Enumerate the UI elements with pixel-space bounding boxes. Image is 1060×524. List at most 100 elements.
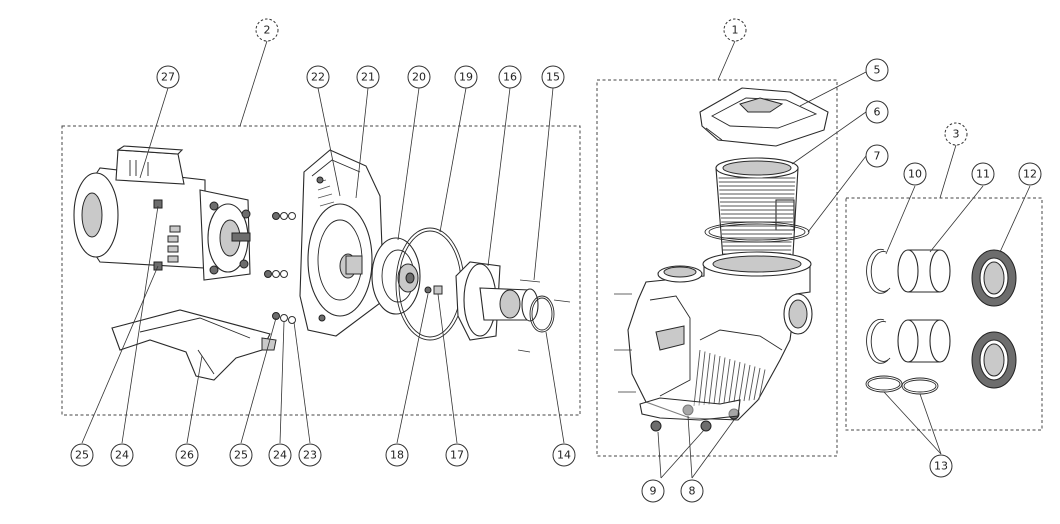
impeller-screw: [424, 285, 443, 295]
callout-number: 25: [75, 449, 89, 462]
callout-circle: [306, 65, 330, 89]
callout-number: 3: [953, 128, 960, 141]
callout-c14: 14: [552, 443, 576, 467]
motor-base: [111, 309, 277, 381]
callout-c18: 18: [385, 443, 409, 467]
callout-number: 20: [412, 71, 426, 84]
callout-circle: [407, 65, 431, 89]
callout-circle: [454, 65, 478, 89]
callout-number: 21: [361, 71, 375, 84]
callout-c17: 17: [445, 443, 469, 467]
callout-c22: 22: [306, 65, 330, 89]
union-set-top: [866, 248, 1017, 307]
callout-circle: [929, 454, 953, 478]
callout-circle: [971, 162, 995, 186]
callout-c12: 12: [1018, 162, 1042, 186]
callout-circle: [156, 65, 180, 89]
callout-circle: [229, 443, 253, 467]
callout-circle: [865, 100, 889, 124]
callout-circle: [298, 443, 322, 467]
callout-number: 18: [390, 449, 404, 462]
o-ring-14: [529, 295, 555, 333]
callout-c19: 19: [454, 65, 478, 89]
strainer-basket: [715, 157, 799, 273]
callout-c26: 26: [175, 443, 199, 467]
callout-number: 5: [874, 64, 881, 77]
callout-circle: [552, 443, 576, 467]
callout-c24b: 24: [268, 443, 292, 467]
callout-c21: 21: [356, 65, 380, 89]
callout-number: 9: [650, 485, 657, 498]
callout-c16: 16: [498, 65, 522, 89]
o-ring-7: [704, 221, 810, 243]
callout-c1: 1: [723, 18, 747, 42]
callout-circle: [865, 58, 889, 82]
callout-number: 24: [115, 449, 129, 462]
callout-number: 26: [180, 449, 194, 462]
callout-circle: [268, 443, 292, 467]
callout-number: 23: [303, 449, 317, 462]
pin-15c: [517, 349, 531, 353]
callout-number: 19: [459, 71, 473, 84]
callout-circle: [723, 18, 747, 42]
callout-circle: [385, 443, 409, 467]
callout-c6: 6: [865, 100, 889, 124]
callout-circle: [255, 18, 279, 42]
callout-number: 6: [874, 106, 881, 119]
callout-circle: [498, 65, 522, 89]
leader-lines: [81, 40, 1031, 479]
callout-number: 25: [234, 449, 248, 462]
callout-c25b: 25: [229, 443, 253, 467]
bolts-washers: [264, 212, 296, 324]
seal-plate: [299, 149, 385, 337]
callout-circle: [944, 122, 968, 146]
callout-c13: 13: [929, 454, 953, 478]
callout-c11: 11: [971, 162, 995, 186]
callout-number: 16: [503, 71, 517, 84]
callout-c8: 8: [680, 479, 704, 503]
callout-c24a: 24: [110, 443, 134, 467]
callout-number: 7: [874, 150, 881, 163]
callout-number: 27: [161, 71, 175, 84]
callout-number: 13: [934, 460, 948, 473]
callout-number: 24: [273, 449, 287, 462]
strainer-lid: [699, 87, 829, 147]
callout-circle: [1018, 162, 1042, 186]
callout-c9: 9: [641, 479, 665, 503]
callout-circle: [175, 443, 199, 467]
callout-number: 8: [689, 485, 696, 498]
callout-number: 11: [976, 168, 990, 181]
callout-number: 1: [732, 24, 739, 37]
callout-circle: [110, 443, 134, 467]
callout-c10: 10: [903, 162, 927, 186]
callout-circle: [903, 162, 927, 186]
callout-circle: [70, 443, 94, 467]
callout-c25a: 25: [70, 443, 94, 467]
callout-circle: [356, 65, 380, 89]
motor: [73, 145, 251, 281]
callout-circle: [641, 479, 665, 503]
callout-number: 12: [1023, 168, 1037, 181]
callout-number: 14: [557, 449, 571, 462]
union-set-bottom: [866, 318, 1017, 389]
pin-15b: [553, 299, 571, 303]
callout-c15: 15: [541, 65, 565, 89]
callout-c7: 7: [865, 144, 889, 168]
callout-c5: 5: [865, 58, 889, 82]
callout-number: 10: [908, 168, 922, 181]
callout-c23: 23: [298, 443, 322, 467]
pump-housing: [614, 251, 813, 432]
callout-c20: 20: [407, 65, 431, 89]
callout-number: 17: [450, 449, 464, 462]
callout-circle: [865, 144, 889, 168]
diffuser: [455, 261, 539, 341]
callout-circle: [445, 443, 469, 467]
callout-c27: 27: [156, 65, 180, 89]
callout-number: 22: [311, 71, 325, 84]
group-2-box: [61, 125, 581, 416]
callout-circle: [680, 479, 704, 503]
callout-circle: [541, 65, 565, 89]
callout-number: 2: [264, 24, 271, 37]
pin-15a: [519, 279, 541, 283]
